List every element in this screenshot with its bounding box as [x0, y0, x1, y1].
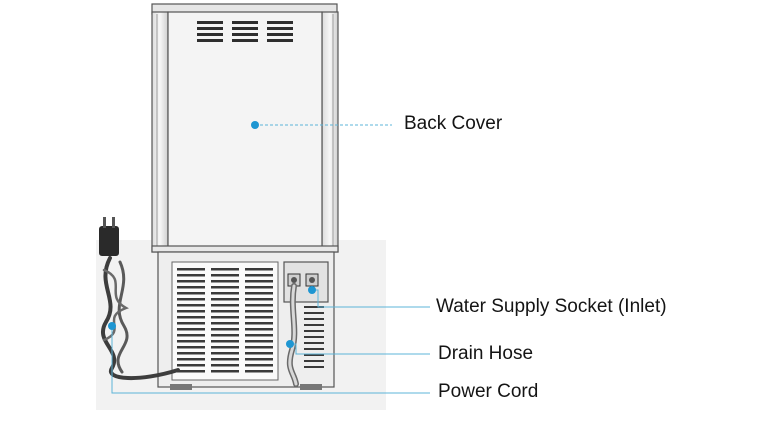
grille-slat	[211, 352, 239, 355]
grille-slat	[177, 286, 205, 289]
marker-water-supply	[308, 286, 316, 294]
grille-slat	[211, 292, 239, 295]
marker-back-cover	[251, 121, 259, 129]
grille-slat	[177, 334, 205, 337]
power-cord-illustration	[99, 217, 180, 380]
grille-slat	[245, 280, 273, 283]
grille-slat	[177, 298, 205, 301]
grille-slat	[177, 364, 205, 367]
grille-slat	[211, 310, 239, 313]
grille-slat	[177, 316, 205, 319]
grille-slat	[211, 316, 239, 319]
grille-slat	[245, 298, 273, 301]
left-rail	[151, 11, 169, 253]
side-vent	[304, 306, 324, 368]
grille-slat	[211, 322, 239, 325]
grille-slat	[211, 364, 239, 367]
right-rail	[321, 11, 339, 253]
top-louvres	[197, 21, 293, 42]
grille-slat	[245, 346, 273, 349]
marker-power-cord	[108, 322, 116, 330]
label-drain-hose: Drain Hose	[438, 343, 534, 364]
grille-slat	[245, 370, 273, 373]
grille-slat	[211, 328, 239, 331]
label-water-supply-socket: Water Supply Socket (Inlet)	[436, 296, 667, 317]
grille-slat	[245, 352, 273, 355]
grille-slat	[177, 370, 205, 373]
grille-slat	[177, 280, 205, 283]
grille-slat	[211, 334, 239, 337]
grille-slat	[177, 274, 205, 277]
divider-strip	[151, 245, 339, 253]
grille-slat	[177, 346, 205, 349]
callout-markers	[108, 121, 316, 348]
grille-slat	[177, 310, 205, 313]
grille-slat	[245, 358, 273, 361]
grille-slat	[177, 268, 205, 271]
grille-slat	[211, 304, 239, 307]
grille-slat	[245, 274, 273, 277]
grille-slat	[211, 268, 239, 271]
left-foot	[170, 384, 192, 390]
right-foot	[300, 384, 322, 390]
plug-body	[99, 226, 119, 256]
grille-slat	[245, 334, 273, 337]
grille-slat	[177, 304, 205, 307]
grille-slat	[245, 364, 273, 367]
label-power-cord: Power Cord	[438, 381, 539, 402]
grille-slat	[245, 316, 273, 319]
grille-slat	[211, 280, 239, 283]
vent-grille-frame	[171, 261, 279, 381]
grille-slat	[211, 370, 239, 373]
grille-slat	[211, 346, 239, 349]
grille-slat	[177, 292, 205, 295]
grille-slat	[177, 352, 205, 355]
marker-drain-hose	[286, 340, 294, 348]
grille-slat	[245, 310, 273, 313]
grille-slat	[245, 322, 273, 325]
label-back-cover: Back Cover	[404, 113, 503, 134]
grille-slat	[211, 274, 239, 277]
grille-slat	[177, 358, 205, 361]
grille-slat	[211, 298, 239, 301]
grille-slat	[245, 292, 273, 295]
grille-slat	[177, 340, 205, 343]
grille-slat	[177, 328, 205, 331]
grille-slat	[245, 340, 273, 343]
back-cover-panel	[167, 11, 323, 249]
grille-slat	[211, 358, 239, 361]
grille-slat	[211, 286, 239, 289]
grille-slat	[245, 304, 273, 307]
grille-slat	[245, 286, 273, 289]
grille-slat	[211, 340, 239, 343]
vent-grille	[177, 268, 273, 373]
grille-slat	[177, 322, 205, 325]
grille-slat	[245, 328, 273, 331]
leader-power-cord	[111, 326, 430, 394]
grille-slat	[245, 268, 273, 271]
